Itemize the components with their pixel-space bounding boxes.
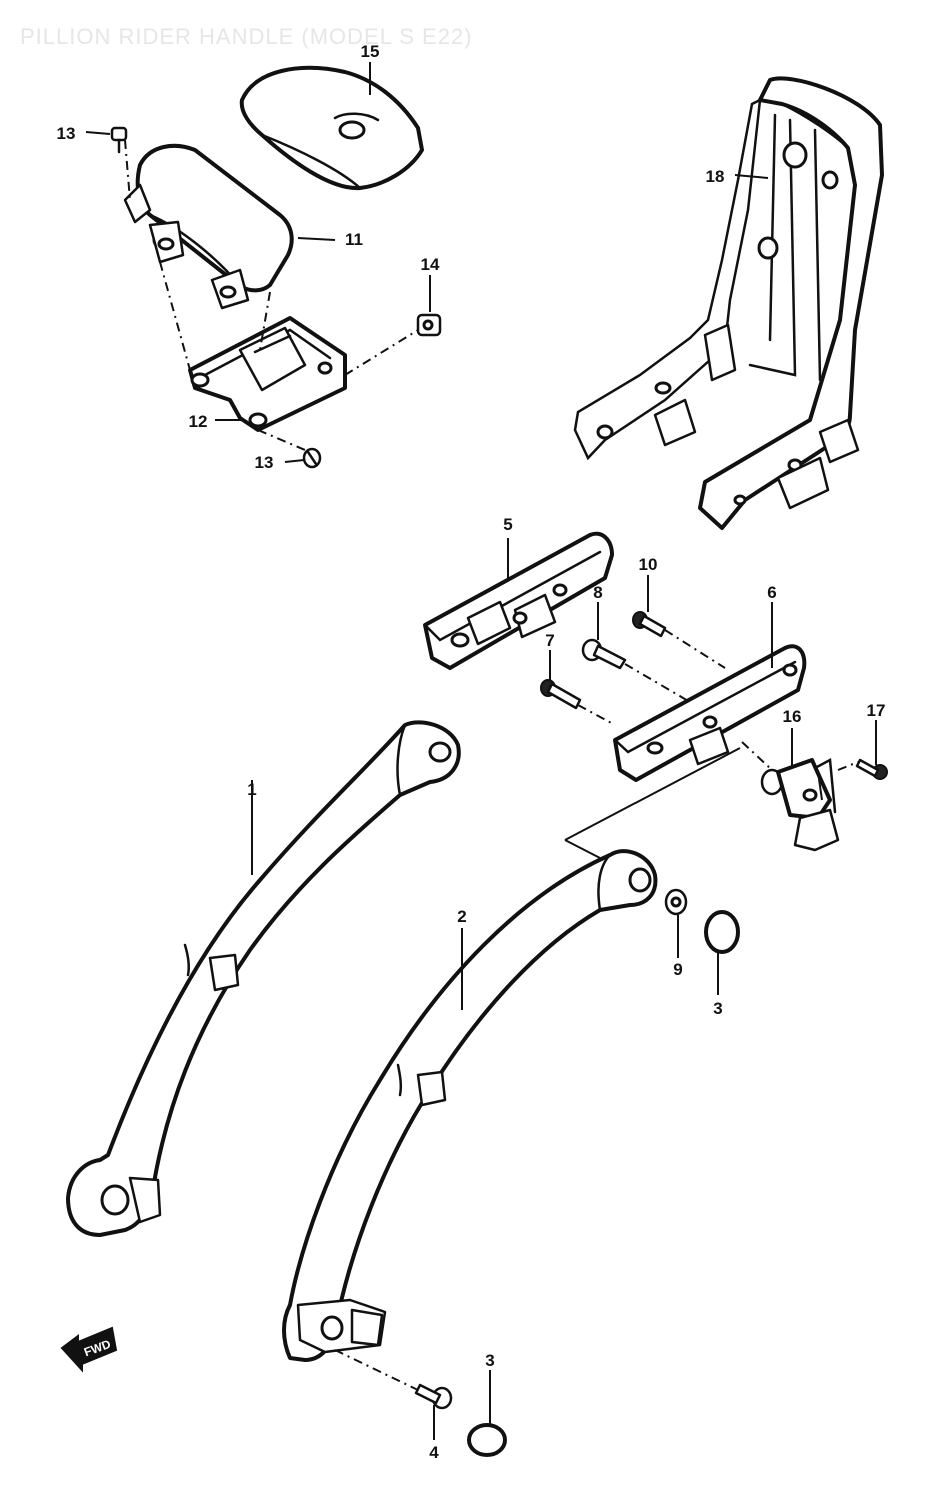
callout-7: 7: [545, 631, 554, 650]
callout-10: 10: [639, 555, 658, 574]
callout-1: 1: [247, 780, 256, 799]
callout-4: 4: [429, 1443, 439, 1462]
part-15-pad-cover: [239, 65, 424, 191]
callout-16: 16: [783, 707, 802, 726]
bolt-10: [632, 611, 667, 638]
assembly-lines: [124, 139, 859, 1391]
bolt-4: [414, 1383, 453, 1410]
callout-15: 15: [361, 42, 380, 61]
callout-17: 17: [867, 701, 886, 720]
part-11-backrest-cushion: [123, 143, 294, 310]
part-5-mounting-plate: [423, 531, 614, 670]
callout-8: 8: [593, 583, 602, 602]
bolt-13-upper: [110, 126, 128, 154]
callout-13-upper: 13: [57, 124, 76, 143]
callout-11: 11: [345, 230, 363, 249]
callout-3-upper: 3: [713, 999, 722, 1018]
bolt-7: [540, 679, 582, 710]
callout-9: 9: [673, 960, 682, 979]
callout-numbers: 15 13 11 14 12 13 18 5 10 8 6 7 16 17 1 …: [57, 42, 886, 1462]
callout-2: 2: [457, 907, 466, 926]
callout-12: 12: [189, 412, 208, 431]
callout-18: 18: [706, 167, 725, 186]
part-6-mounting-plate: [613, 644, 807, 782]
callout-3-lower: 3: [485, 1351, 494, 1370]
cap-3-lower: [467, 1423, 507, 1457]
part-12-cushion-bracket: [188, 316, 347, 432]
part-18-backrest-frame: [573, 76, 884, 530]
part-16-latch: [760, 758, 840, 852]
bolt-13-lower: [302, 447, 322, 469]
callout-leaders: [85, 62, 877, 1440]
bolt-17: [855, 758, 888, 780]
callout-13-lower: 13: [255, 453, 274, 472]
part-1-grab-rail-left: [66, 720, 461, 1237]
forward-arrow-icon: FWD: [60, 1326, 118, 1373]
callout-14: 14: [421, 255, 440, 274]
diagram-title: PILLION RIDER HANDLE (MODEL S E22): [20, 24, 473, 49]
cap-3-upper: [704, 910, 740, 954]
part-2-grab-rail-right: [282, 849, 658, 1362]
nut-9: [664, 888, 688, 916]
callout-6: 6: [767, 583, 776, 602]
nut-14: [416, 313, 442, 337]
bolt-8: [581, 638, 627, 670]
callout-5: 5: [503, 515, 512, 534]
